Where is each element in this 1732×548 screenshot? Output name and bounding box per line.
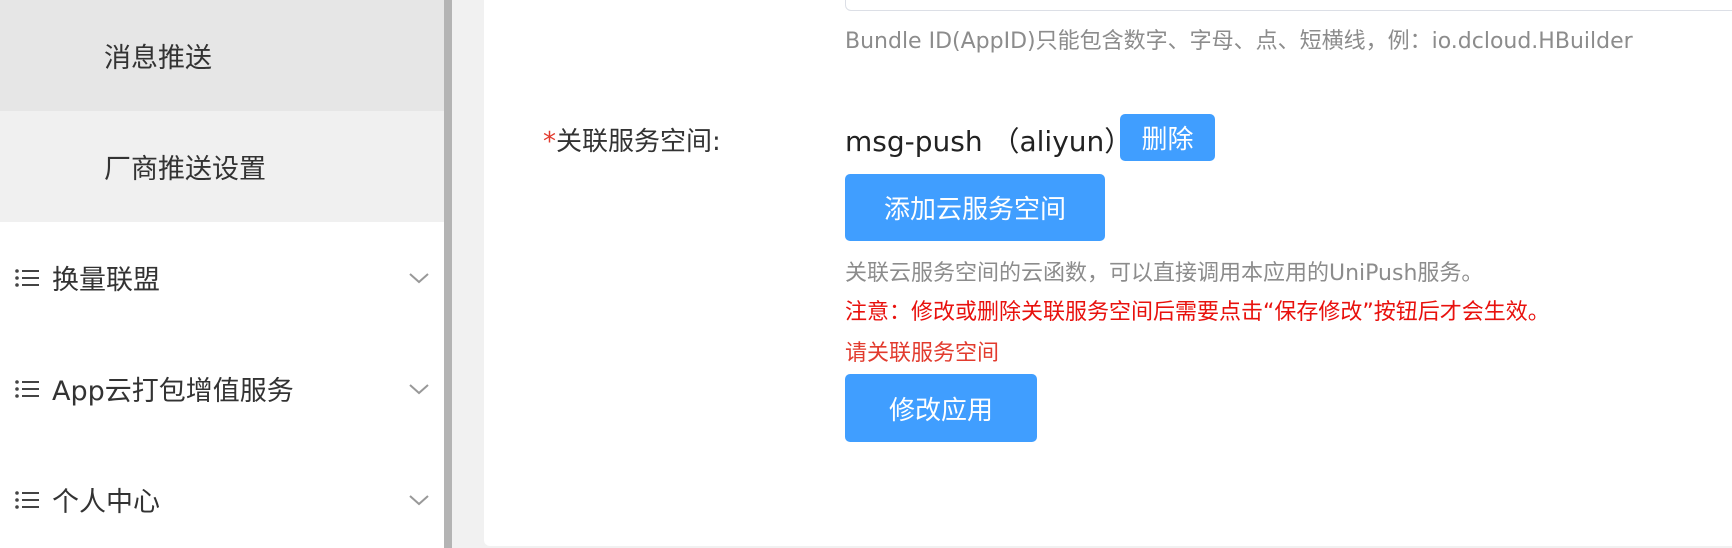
sidebar-item-label: 厂商推送设置 (104, 154, 266, 185)
service-space-label: *关联服务空间: (543, 121, 721, 158)
sidebar: 消息推送 厂商推送设置 换量联盟 App云打包增值服务 个人 (0, 0, 444, 548)
sidebar-group-app-cloud-build[interactable]: App云打包增值服务 (0, 333, 444, 444)
modify-app-button[interactable]: 修改应用 (845, 374, 1037, 442)
app-edit-form (484, 0, 1732, 546)
add-cloud-space-button[interactable]: 添加云服务空间 (845, 174, 1105, 241)
delete-space-button[interactable]: 删除 (1120, 114, 1215, 161)
sidebar-item-label: 消息推送 (104, 43, 212, 74)
required-mark: * (543, 127, 556, 157)
bundle-id-input[interactable] (845, 0, 1732, 11)
list-icon (15, 379, 39, 398)
sidebar-group-personal-center[interactable]: 个人中心 (0, 444, 444, 548)
service-space-value: msg-push （aliyun） (845, 125, 1133, 158)
chevron-down-icon (409, 383, 429, 394)
list-icon (15, 490, 39, 509)
service-space-label-text: 关联服务空间: (556, 127, 721, 157)
sidebar-group-label: 换量联盟 (52, 265, 160, 296)
bundle-id-hint: Bundle ID(AppID)只能包含数字、字母、点、短横线，例：io.dcl… (845, 29, 1633, 54)
service-space-error: 请关联服务空间 (845, 341, 1000, 366)
sidebar-item-vendor-push-settings[interactable]: 厂商推送设置 (0, 111, 444, 222)
sidebar-scrollbar[interactable] (444, 0, 452, 548)
sidebar-item-message-push[interactable]: 消息推送 (0, 0, 444, 111)
chevron-down-icon (409, 272, 429, 283)
list-icon (15, 268, 39, 287)
service-space-hint: 关联云服务空间的云函数，可以直接调用本应用的UniPush服务。 (845, 261, 1484, 286)
sidebar-group-label: 个人中心 (52, 487, 160, 518)
save-warning: 注意：修改或删除关联服务空间后需要点击“保存修改”按钮后才会生效。 (845, 300, 1550, 325)
chevron-down-icon (409, 494, 429, 505)
sidebar-group-label: App云打包增值服务 (52, 376, 294, 407)
sidebar-group-exchange-alliance[interactable]: 换量联盟 (0, 222, 444, 333)
